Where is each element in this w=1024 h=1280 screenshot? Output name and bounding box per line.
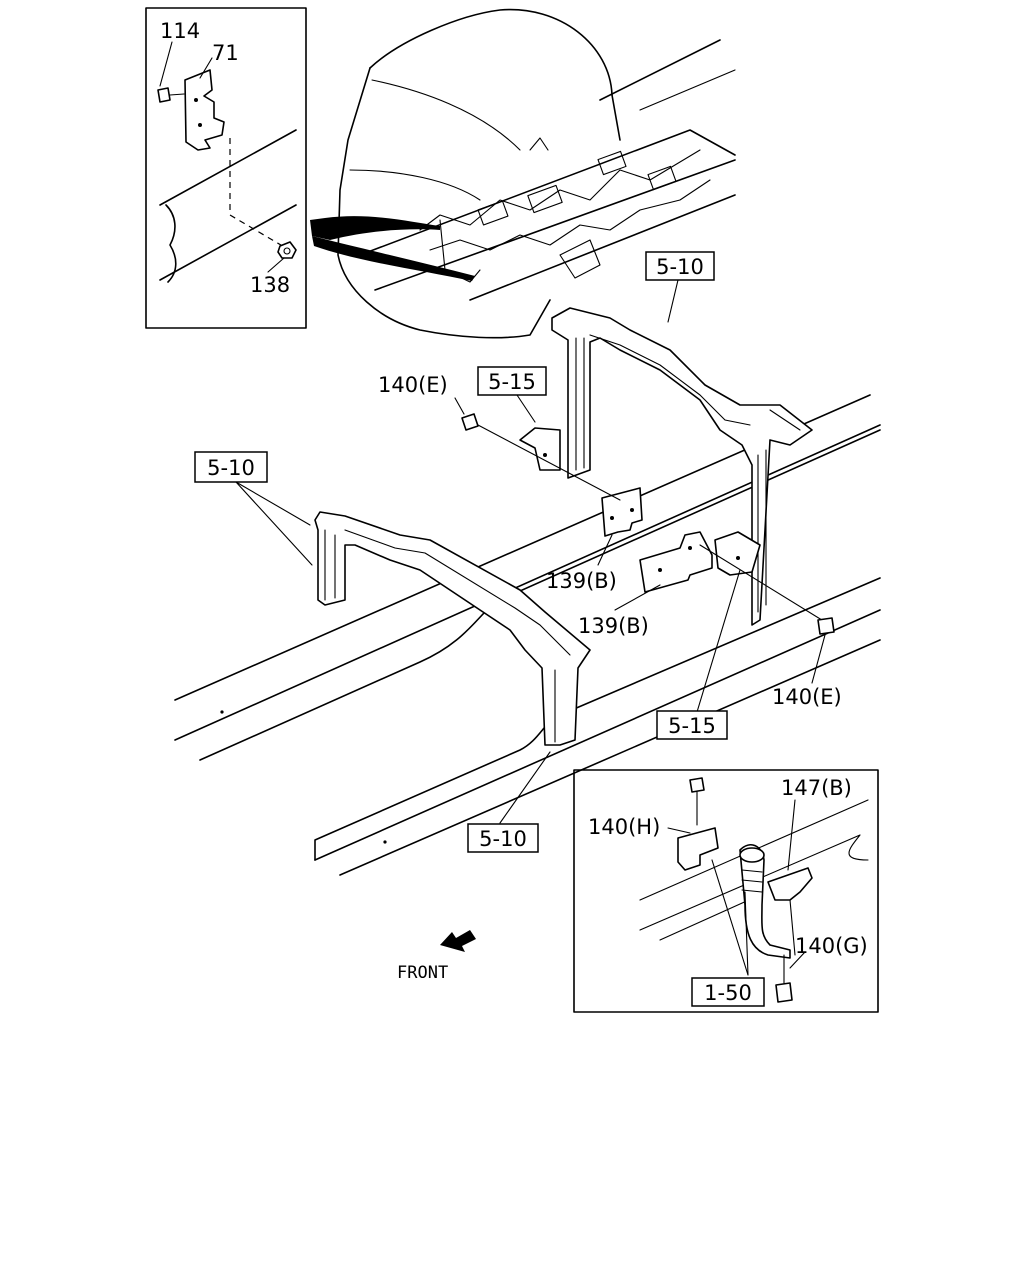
svg-text:5-10: 5-10 (656, 255, 704, 279)
bolt-114 (157, 87, 171, 103)
plate-139b-lower (639, 531, 713, 593)
callout-140h: 140(H) (588, 815, 660, 839)
callout-140e-right: 140(E) (772, 685, 842, 709)
front-direction-label: FRONT (397, 963, 448, 983)
hose (739, 844, 791, 959)
reference-box-5-15-lower[interactable]: 5-15 (656, 710, 728, 740)
bracket-lower (714, 531, 761, 576)
callout-71: 71 (212, 41, 239, 65)
inset-frame-lower-right (573, 769, 879, 1013)
bolt-140h (689, 777, 705, 793)
crossmember-front (314, 511, 591, 746)
callout-114: 114 (160, 19, 200, 43)
svg-text:1-50: 1-50 (704, 981, 752, 1005)
bolt-140e-upper (461, 413, 479, 431)
reference-box-5-10-bottom[interactable]: 5-10 (467, 823, 539, 853)
reference-box-5-10-top-right[interactable]: 5-10 (645, 251, 715, 281)
svg-text:5-15: 5-15 (668, 714, 716, 738)
svg-text:5-15: 5-15 (488, 370, 536, 394)
arrow-down-left-icon (440, 930, 476, 952)
bracket-upper (519, 427, 561, 471)
callout-138: 138 (250, 273, 290, 297)
nut-138 (277, 241, 297, 259)
inset-detail-upper-left (145, 7, 307, 329)
clamp-147b (767, 867, 813, 901)
leader-lines (235, 279, 826, 824)
bolt-140g (775, 982, 793, 1003)
callout-140g: 140(G) (795, 934, 868, 958)
reference-box-5-15-upper[interactable]: 5-15 (477, 366, 547, 396)
bolt-140e-lower (817, 617, 835, 635)
inset-frame-upper-left (145, 7, 307, 329)
callout-147b: 147(B) (781, 776, 852, 800)
vehicle-overview (310, 8, 736, 339)
callout-139b-upper: 139(B) (546, 569, 617, 593)
reference-box-1-50[interactable]: 1-50 (691, 977, 765, 1007)
callout-139b-lower: 139(B) (578, 614, 649, 638)
svg-text:5-10: 5-10 (479, 827, 527, 851)
reference-box-5-10-left[interactable]: 5-10 (194, 451, 268, 483)
bracket-71 (184, 69, 225, 151)
plate-139b-upper (601, 487, 643, 537)
svg-text:5-10: 5-10 (207, 456, 255, 480)
callout-140e-upper: 140(E) (378, 373, 448, 397)
pointer-arrow-lower (312, 236, 475, 281)
pointer-arrow-upper (310, 216, 440, 240)
inset-detail-lower-right (573, 769, 879, 1013)
crossmember-top-right (551, 307, 813, 626)
